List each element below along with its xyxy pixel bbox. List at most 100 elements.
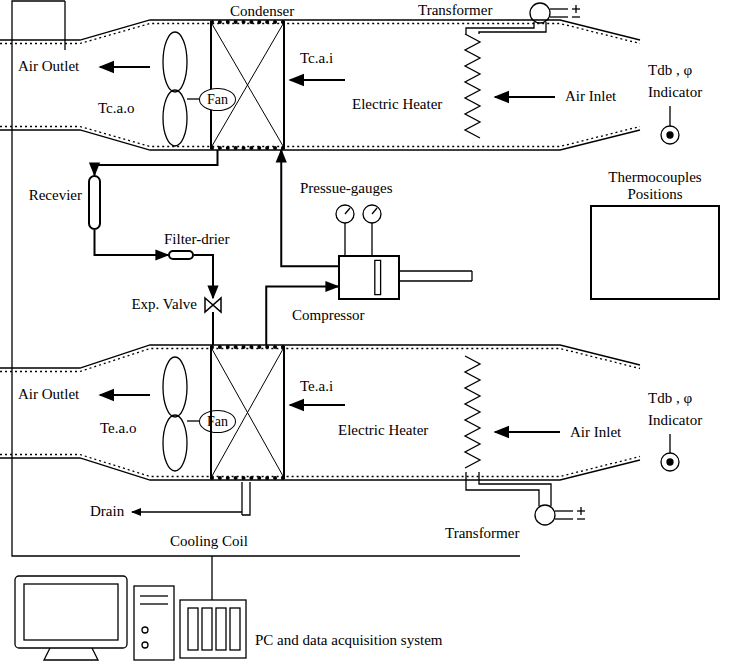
callout-label: Air Inlet	[570, 424, 621, 441]
electric-heater	[465, 356, 480, 468]
air-arrow	[495, 96, 555, 98]
indicator-dial	[667, 459, 673, 465]
part-label: PC and data acquisition system	[255, 632, 442, 649]
air-arrow	[290, 79, 345, 81]
receiver-vessel: Recevier	[88, 175, 101, 230]
cooling-coil: Cooling Coil	[210, 345, 285, 480]
daq-module	[216, 608, 226, 650]
daq-module	[188, 608, 198, 650]
indicator-stem	[669, 434, 670, 453]
expansion-valve-outline	[205, 298, 221, 312]
supply-terminal	[555, 510, 573, 511]
part-label: Filter-drier	[164, 231, 230, 248]
gauge-needle	[372, 208, 377, 214]
pc-drive	[140, 595, 168, 596]
frame-line	[12, 1, 520, 556]
air-arrow	[100, 66, 150, 68]
callout-label: Te.a.i	[300, 378, 333, 395]
transformer-symbol	[535, 505, 555, 525]
fan-blade	[163, 357, 187, 417]
electric-heater	[465, 34, 480, 138]
callout-label: Electric Heater	[338, 422, 428, 439]
duct-wall	[0, 345, 640, 368]
part-label: Exp. Valve	[131, 296, 197, 313]
callout-label: Air Outlet	[18, 58, 79, 75]
supply-terminal	[577, 518, 585, 519]
fan-motor: Fan	[199, 410, 236, 433]
thermocouple-grid: Thermocouples Positions	[590, 205, 720, 300]
daq-wire	[211, 556, 212, 600]
air-arrow	[495, 431, 560, 433]
pc-button	[142, 627, 148, 633]
supply-terminal	[575, 5, 576, 13]
compressor-cylinder: Compressor	[338, 255, 400, 300]
daq-module	[202, 608, 212, 650]
duct-wall	[0, 455, 640, 477]
part-label: Compressor	[292, 307, 365, 324]
air-arrow	[100, 394, 150, 396]
callout-label: Indicator	[648, 412, 702, 429]
part-label: Condenser	[230, 3, 294, 20]
sensor-wire	[64, 1, 65, 50]
condenser-coil-outline	[212, 24, 283, 146]
part-label: Fan	[207, 92, 228, 107]
pressure-gauge	[363, 205, 381, 223]
duct-wall	[0, 127, 640, 147]
refrigerant-line	[281, 150, 338, 266]
piston-rod	[400, 270, 472, 271]
callout-label: Tc.a.o	[98, 100, 134, 117]
callout-label: Drain	[90, 503, 124, 520]
pressure-gauge	[336, 205, 354, 223]
indicator-dial	[661, 126, 679, 144]
drain-pipe	[241, 482, 242, 515]
refrigerant-line	[212, 312, 214, 345]
part-label: Cooling Coil	[170, 533, 248, 550]
callout-label: Tdb , φ	[648, 390, 692, 407]
pc-drive	[140, 603, 168, 604]
transformer-symbol	[530, 3, 550, 23]
heater-wire	[479, 22, 546, 34]
supply-terminal	[550, 16, 568, 17]
fan-blade	[163, 415, 187, 471]
drain-pipe	[242, 482, 250, 515]
callout-label: Transformer	[418, 2, 492, 19]
condenser-coil: Condenser	[210, 20, 285, 150]
gauge-stem	[344, 223, 345, 255]
heater-wire	[466, 472, 539, 506]
part-label: Recevier	[29, 187, 82, 204]
part-label: Thermocouples Positions	[592, 169, 718, 203]
gauge-needle	[345, 208, 350, 214]
duct-wall	[0, 24, 640, 44]
duct-wall	[0, 349, 640, 372]
expansion-valve: Exp. Valve	[205, 298, 221, 312]
callout-label: Tc.a.i	[300, 50, 333, 67]
callout-label: Electric Heater	[352, 96, 442, 113]
indicator-dial	[667, 132, 673, 138]
pc-daq: PC and data acquisition system	[10, 570, 250, 664]
fan-shaft	[187, 98, 199, 99]
drain-arrow	[132, 511, 242, 512]
callout-label: Transformer	[445, 525, 519, 542]
callout-label: Tdb , φ	[648, 62, 692, 79]
monitor-screen	[24, 584, 118, 640]
duct-wall	[0, 458, 640, 480]
fan-blade	[163, 32, 187, 92]
pc-tower	[134, 586, 174, 660]
indicator-stem	[669, 106, 670, 126]
supply-terminal	[555, 518, 573, 519]
supply-terminal	[550, 8, 568, 9]
callout-label: Air Outlet	[18, 386, 79, 403]
fan-shaft	[187, 420, 199, 421]
daq-unit	[180, 600, 246, 658]
piston-rod	[400, 280, 472, 281]
monitor-base	[44, 648, 98, 660]
fan-motor: Fan	[199, 88, 236, 111]
cooling-coil-outline	[212, 349, 283, 476]
callout-label: Air Inlet	[565, 88, 616, 105]
refrigerant-line	[95, 230, 169, 255]
supply-terminal	[572, 16, 580, 17]
fan-blade	[163, 90, 187, 146]
heater-wire	[479, 472, 551, 506]
